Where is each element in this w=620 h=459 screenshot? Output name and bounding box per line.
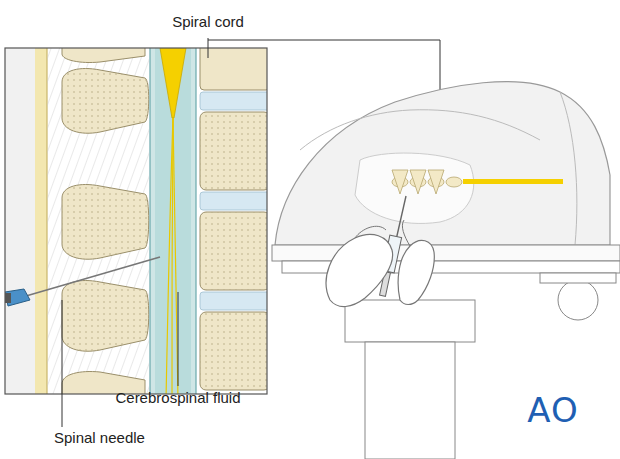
part-label: Cerebrospinal fluid — [115, 390, 240, 407]
logo-text: AO — [527, 392, 578, 429]
part-label: Spiral cord — [172, 14, 244, 31]
patient-figure — [272, 82, 620, 459]
part-label: Spinal needle — [54, 430, 145, 447]
spine-section — [5, 48, 267, 394]
